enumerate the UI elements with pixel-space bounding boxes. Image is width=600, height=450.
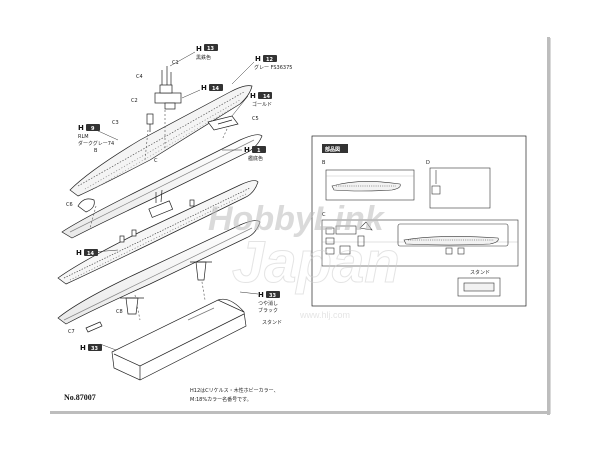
svg-text:グレー FS36375: グレー FS36375 <box>254 64 292 71</box>
svg-text:つや消し: つや消し <box>258 300 278 307</box>
color-callout-h33: H 33 つや消し ブラック <box>258 291 280 314</box>
svg-text:14: 14 <box>212 86 219 92</box>
label-stand-left: スタンド <box>262 319 282 326</box>
svg-text:H: H <box>78 124 84 132</box>
runner-label-d: D <box>426 160 430 166</box>
part-labels: C1 C4 C2 C3 B C C5 C6 C7 C8 スタンド <box>66 60 282 335</box>
runner-d <box>429 167 491 209</box>
color-callout-gold: H 14 ゴールド <box>250 92 272 108</box>
label-c6: C6 <box>66 202 73 208</box>
label-c2: C2 <box>131 98 138 104</box>
svg-text:9: 9 <box>91 126 95 132</box>
svg-text:H: H <box>244 146 250 154</box>
runner-label-b: B <box>322 160 326 166</box>
color-callout-h12: H 12 グレー FS36375 <box>254 55 292 71</box>
svg-text:ブラック: ブラック <box>258 307 278 314</box>
svg-text:14: 14 <box>263 94 270 100</box>
runner-label-c: C <box>322 212 326 218</box>
svg-text:14: 14 <box>87 251 94 257</box>
color-callout-h14-mid: H 14 <box>76 249 98 257</box>
small-part-c6 <box>77 198 95 213</box>
runner-stand <box>457 277 501 297</box>
svg-text:H: H <box>201 84 207 92</box>
svg-text:H: H <box>76 249 82 257</box>
svg-text:33: 33 <box>91 346 98 352</box>
label-c7: C7 <box>68 329 75 335</box>
label-c4: C4 <box>136 74 143 80</box>
svg-text:黒鉄色: 黒鉄色 <box>196 54 211 61</box>
watermark-japan: Japan <box>232 230 400 295</box>
svg-text:H: H <box>255 55 261 63</box>
runner-header: 部品図 <box>325 146 340 153</box>
watermark-url: www.hlj.com <box>299 310 350 320</box>
color-callout-h14: H 14 <box>201 84 223 92</box>
label-c: C <box>154 158 158 164</box>
model-number: No.87007 <box>64 393 96 402</box>
footer: No.87007 H12はCリケルス・木性ホビーカラー、 M:18%カラー名番号… <box>64 387 279 403</box>
lower-hull-half <box>61 134 263 239</box>
label-b: B <box>94 148 98 154</box>
runner-frame <box>311 135 527 307</box>
svg-text:H: H <box>250 92 256 100</box>
svg-text:H: H <box>258 291 264 299</box>
svg-text:RLM: RLM <box>78 134 89 140</box>
svg-text:艦底色: 艦底色 <box>248 155 263 162</box>
svg-text:13: 13 <box>207 46 214 52</box>
runner-b <box>325 169 415 201</box>
conning-tower-parts <box>146 66 182 132</box>
sheet-shadow-bottom <box>50 411 550 414</box>
color-callout-h1: H 1 艦底色 <box>244 146 266 162</box>
footnote-line1: H12はCリケルス・木性ホビーカラー、 <box>190 387 279 394</box>
svg-text:ゴールド: ゴールド <box>252 101 272 108</box>
small-part-c7 <box>85 321 103 333</box>
stand-base <box>111 298 247 381</box>
color-callout-h13: H 13 黒鉄色 <box>196 44 218 61</box>
label-c1: C1 <box>172 60 179 66</box>
label-c8: C8 <box>116 309 123 315</box>
color-callout-h33-bottom: H 33 <box>80 344 102 352</box>
footnote-line2: M:18%カラー名番号です。 <box>190 396 252 403</box>
svg-text:H: H <box>80 344 86 352</box>
runner-stand-label: スタンド <box>470 269 490 276</box>
lower-completed-hull <box>57 220 261 325</box>
runner-c <box>321 219 519 267</box>
svg-text:1: 1 <box>257 148 261 154</box>
label-c5: C5 <box>252 116 259 122</box>
small-part-c5 <box>207 115 239 131</box>
color-callout-h9: H 9 RLM ダークグレー74 <box>78 124 114 147</box>
svg-text:12: 12 <box>266 57 273 63</box>
runner-diagram: 部品図 B D C <box>311 135 527 307</box>
svg-text:33: 33 <box>269 293 276 299</box>
watermark-brand: HobbyLink <box>208 200 386 238</box>
upper-hull-deck <box>69 85 253 197</box>
completed-submarine <box>57 180 259 285</box>
sheet-shadow-right <box>547 37 550 415</box>
label-c3: C3 <box>112 120 119 126</box>
stand-posts <box>120 261 212 315</box>
left-assembly <box>57 66 263 381</box>
watermark: HobbyLink Japan www.hlj.com <box>208 200 400 320</box>
callout-leaders <box>93 51 259 351</box>
color-callouts: H 13 黒鉄色 H 12 グレー FS36375 H 14 H 14 ゴールド… <box>76 44 292 352</box>
svg-text:ダークグレー74: ダークグレー74 <box>78 140 114 147</box>
runner-header-badge <box>322 144 348 153</box>
svg-text:H: H <box>196 45 202 53</box>
